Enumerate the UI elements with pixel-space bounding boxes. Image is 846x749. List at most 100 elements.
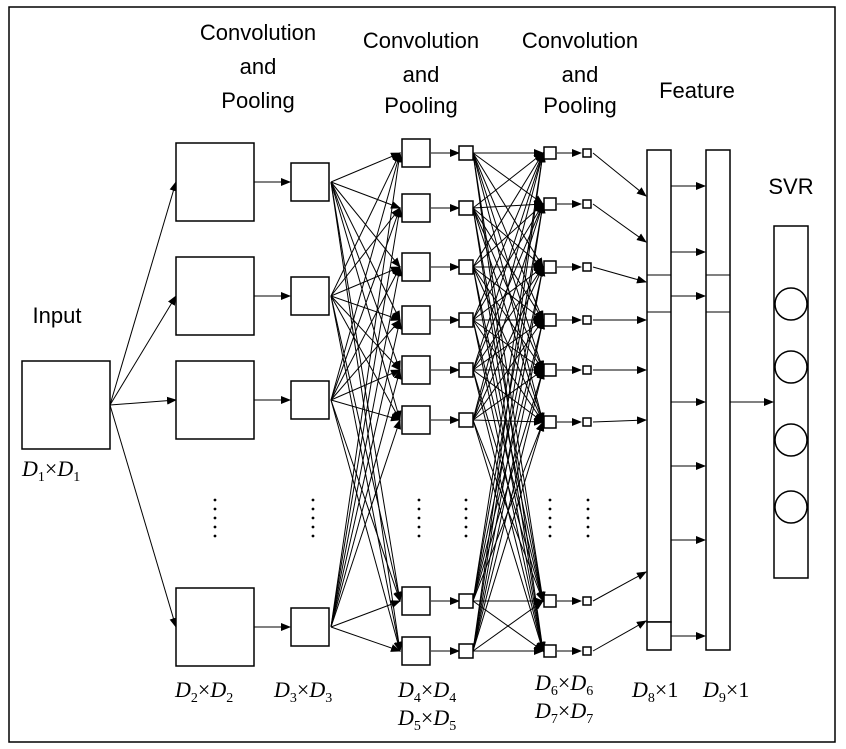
pool-to-conv-connection bbox=[472, 152, 544, 205]
pool-to-conv-connection bbox=[472, 600, 544, 652]
outer-frame bbox=[8, 6, 836, 743]
pool2-feature-map bbox=[458, 593, 474, 609]
input-to-map-arrow bbox=[109, 396, 177, 406]
header-conv3-line3: Pooling bbox=[543, 93, 616, 118]
header-conv2-line3: Pooling bbox=[384, 93, 457, 118]
pool-to-feature-arrow bbox=[592, 203, 647, 243]
pool2-feature-map bbox=[458, 145, 474, 161]
pool-to-conv-connection bbox=[472, 266, 546, 652]
pool3-feature-map bbox=[582, 315, 592, 325]
pool2-feature-map bbox=[458, 643, 474, 659]
pool-to-conv-connection bbox=[472, 200, 544, 209]
feature-vector-d9 bbox=[705, 149, 731, 651]
conv2-feature-map bbox=[401, 586, 431, 616]
pool-to-conv-connection bbox=[472, 319, 544, 421]
pool3-feature-map bbox=[582, 596, 592, 606]
ellipsis-dot bbox=[311, 525, 315, 529]
pool1-feature-map bbox=[290, 607, 330, 647]
pool1-feature-map bbox=[290, 162, 330, 202]
pool-to-conv-connection bbox=[472, 369, 545, 652]
dim-d7: D7×D7 bbox=[534, 698, 593, 727]
connections bbox=[109, 149, 774, 655]
dim-d5: D5×D5 bbox=[397, 705, 456, 734]
pool-to-conv-connection bbox=[330, 369, 402, 628]
pool-to-conv-connection bbox=[472, 369, 544, 421]
pool-to-feature-arrow bbox=[592, 416, 647, 425]
ellipsis-dot bbox=[311, 516, 315, 520]
pool-to-conv-connection bbox=[330, 600, 401, 628]
header-conv3-line2: and bbox=[562, 62, 599, 87]
pool-to-conv-connection bbox=[330, 152, 402, 401]
header-conv1-line2: and bbox=[240, 54, 277, 79]
conv2-feature-map bbox=[401, 636, 431, 666]
svr-unit bbox=[774, 350, 808, 384]
ellipsis-dot bbox=[548, 534, 552, 538]
svr-unit bbox=[774, 490, 808, 524]
conv2-feature-map bbox=[401, 355, 431, 385]
ellipsis-dot bbox=[464, 525, 468, 529]
conv3-feature-map bbox=[543, 415, 557, 429]
nodes bbox=[175, 138, 720, 667]
dimension-labels: D1×D1 D2×D2 D3×D3 D4×D4 D5×D5 D6×D6 D7×D… bbox=[21, 456, 749, 734]
pool-to-conv-connection bbox=[330, 266, 403, 628]
pool2-feature-map bbox=[458, 200, 474, 216]
pool-to-conv-connection bbox=[330, 152, 403, 628]
ellipsis-dot bbox=[311, 507, 315, 511]
pool-to-conv-connection bbox=[472, 152, 544, 268]
input-to-map-arrow bbox=[109, 404, 178, 628]
pool-to-conv-connection bbox=[330, 152, 401, 297]
feature-vector-d8 bbox=[646, 149, 672, 651]
pool-to-feature-arrow bbox=[592, 152, 647, 197]
svr-block bbox=[773, 225, 809, 579]
dim-d9: D9×1 bbox=[702, 677, 749, 706]
pool-to-feature-arrow bbox=[592, 571, 647, 602]
ellipsis-dot bbox=[311, 534, 315, 538]
input-box bbox=[21, 360, 111, 450]
pool-to-conv-connection bbox=[472, 369, 544, 423]
pool-to-conv-connection bbox=[330, 399, 402, 652]
conv2-feature-map bbox=[401, 138, 431, 168]
pool-to-conv-connection bbox=[472, 152, 544, 321]
ellipsis-dot bbox=[417, 507, 421, 511]
svr-unit bbox=[774, 287, 808, 321]
pool2-feature-map bbox=[458, 412, 474, 428]
pool-to-conv-connection bbox=[472, 319, 546, 652]
pool-to-conv-connection bbox=[472, 207, 544, 321]
pool-to-conv-connection bbox=[330, 152, 401, 183]
pool3-feature-map bbox=[582, 417, 592, 427]
ellipsis-dot bbox=[548, 525, 552, 529]
pool-to-conv-connection bbox=[472, 207, 544, 371]
conv1-feature-map bbox=[175, 587, 255, 667]
dim-d8: D8×1 bbox=[631, 677, 678, 706]
pool-to-conv-connection bbox=[330, 266, 401, 401]
dim-d1: D1×D1 bbox=[21, 456, 80, 485]
header-input: Input bbox=[33, 303, 82, 328]
conv1-feature-map bbox=[175, 142, 255, 222]
header-feature: Feature bbox=[659, 78, 735, 103]
header-conv2-line2: and bbox=[403, 62, 440, 87]
ellipsis-dot bbox=[213, 507, 217, 511]
conv3-feature-map bbox=[543, 197, 557, 211]
header-conv1-line3: Pooling bbox=[221, 88, 294, 113]
conv3-feature-map bbox=[543, 594, 557, 608]
pool-to-conv-connection bbox=[472, 152, 546, 652]
ellipsis-dot bbox=[213, 525, 217, 529]
ellipsis-dot bbox=[311, 498, 315, 502]
pool2-feature-map bbox=[458, 362, 474, 378]
conv3-feature-map bbox=[543, 313, 557, 327]
pool2-feature-map bbox=[458, 259, 474, 275]
pool-to-conv-connection bbox=[330, 181, 401, 209]
header-conv2-line1: Convolution bbox=[363, 28, 479, 53]
pool-to-conv-connection bbox=[330, 207, 401, 401]
conv2-feature-map bbox=[401, 405, 431, 435]
svr-unit bbox=[774, 423, 808, 457]
ellipsis-dot bbox=[213, 516, 217, 520]
ellipsis-dot bbox=[417, 498, 421, 502]
pool-to-conv-connection bbox=[472, 203, 546, 652]
pool-to-conv-connection bbox=[472, 319, 544, 423]
pool-to-conv-connection bbox=[330, 399, 401, 422]
pool-to-conv-connection bbox=[472, 266, 544, 421]
input-to-map-arrow bbox=[109, 181, 178, 406]
conv3-feature-map bbox=[543, 644, 557, 658]
